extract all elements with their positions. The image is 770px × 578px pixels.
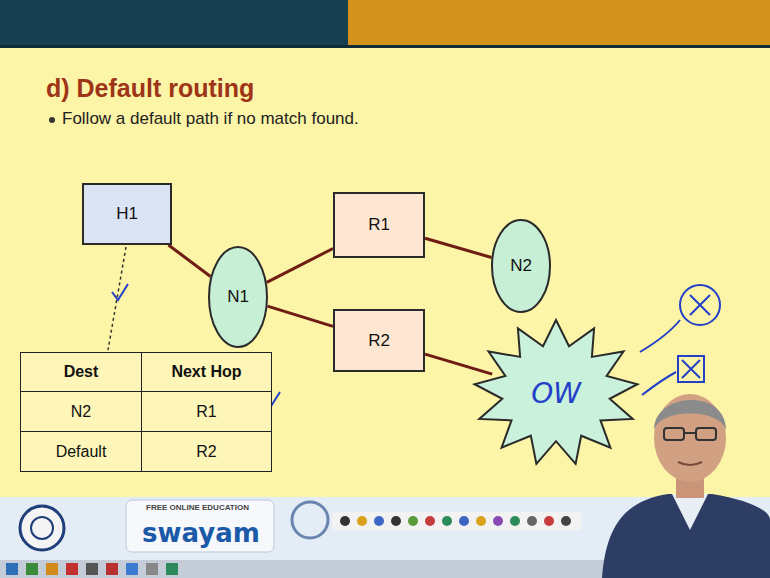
institute-logo [31, 517, 53, 539]
table-cell: R2 [141, 431, 272, 472]
node-label: R2 [368, 331, 390, 351]
bullet-dot [49, 117, 55, 123]
link-line [267, 248, 333, 282]
ellipse-outline [209, 247, 267, 347]
pen-stroke [642, 372, 676, 395]
table-cell: R1 [141, 391, 272, 432]
router-box: R2 [333, 309, 425, 372]
node-label: H1 [116, 204, 138, 224]
check-mark [112, 284, 128, 300]
node-label: R1 [368, 215, 390, 235]
pen-cross [690, 295, 710, 315]
ellipse-outline [492, 220, 550, 312]
pen-toolbar [332, 512, 582, 530]
brand-logo-text: swayam [136, 518, 266, 548]
institute-logo [20, 506, 64, 550]
handwritten-text: OW [531, 377, 581, 410]
burst-outline [475, 320, 638, 464]
pen-stroke [640, 320, 680, 352]
taskbar-icons [6, 563, 178, 575]
header-rule [0, 45, 770, 48]
table-cell: Default [20, 431, 142, 472]
outside-world-burst: OW [472, 318, 640, 468]
host-box: H1 [82, 183, 172, 245]
pen-circle [680, 285, 720, 325]
pen-cross [682, 360, 700, 378]
brand-panel [126, 500, 274, 552]
link-line [268, 306, 333, 326]
brand-tagline: FREE ONLINE EDUCATION [146, 503, 249, 512]
link-line [425, 354, 492, 374]
link-line [168, 245, 210, 276]
router-box: R1 [333, 192, 425, 258]
network-ellipse: N1 [208, 246, 268, 348]
table-cell: N2 [20, 391, 142, 432]
network-ellipse: N2 [491, 219, 551, 313]
node-label: N1 [227, 287, 249, 307]
bullet-text: Follow a default path if no match found. [62, 109, 359, 129]
pen-box [678, 356, 704, 382]
wheel-logo [292, 502, 328, 538]
slide-title: d) Default routing [46, 74, 254, 103]
link-line [425, 238, 491, 257]
presenter-figure [602, 394, 770, 578]
table-header: Dest [20, 352, 142, 392]
node-label: N2 [510, 256, 532, 276]
header-band [0, 0, 770, 45]
table-header: Next Hop [141, 352, 272, 392]
header-accent [348, 0, 770, 45]
